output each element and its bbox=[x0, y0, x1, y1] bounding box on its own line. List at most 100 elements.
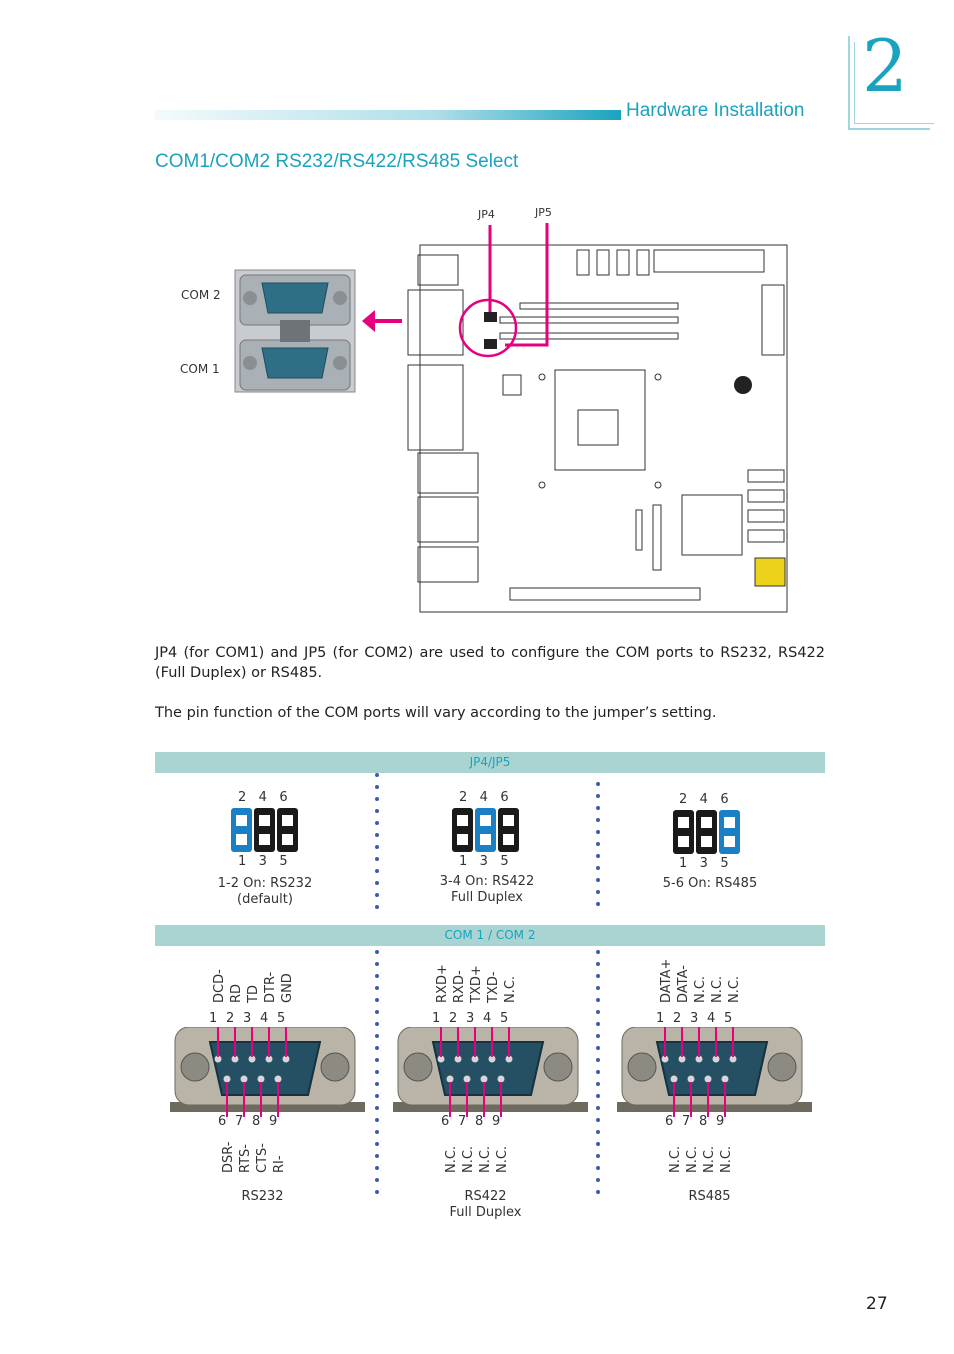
top-pin-number: 2 bbox=[673, 1011, 682, 1026]
bottom-pin-number: 7 bbox=[458, 1114, 467, 1129]
motherboard-figure: JP4 JP5 COM 2 COM 1 bbox=[180, 206, 788, 613]
chapter-title: Hardware Installation bbox=[626, 100, 805, 121]
top-signal-label: RXD+ bbox=[435, 964, 450, 1003]
bottom-signal-label: N.C. bbox=[685, 1145, 700, 1173]
top-pin-number: 5 bbox=[724, 1011, 733, 1026]
com1-label: COM 1 bbox=[180, 362, 220, 376]
jumper-caption-line2: Full Duplex bbox=[451, 890, 523, 905]
bottom-pin-number: 7 bbox=[235, 1114, 244, 1129]
top-pin-number: 5 bbox=[500, 1011, 509, 1026]
jumper-caption-line1: 5-6 On: RS485 bbox=[662, 876, 758, 891]
board-outline bbox=[407, 244, 788, 613]
top-pin-number: 2 bbox=[226, 1011, 235, 1026]
top-pin-number: 4 bbox=[260, 1011, 269, 1026]
bottom-pin-number: 6 bbox=[218, 1114, 227, 1129]
dotted-separator bbox=[375, 773, 379, 917]
jumper-caption-line1: 1-2 On: RS232 bbox=[217, 876, 313, 891]
top-pin-number: 3 bbox=[466, 1011, 475, 1026]
bottom-pin-number: 6 bbox=[441, 1114, 450, 1129]
jumper-diagram bbox=[231, 808, 298, 852]
bottom-pin-number: 9 bbox=[716, 1114, 725, 1129]
bottom-signal-label: RI- bbox=[272, 1155, 287, 1173]
jumper-diagram bbox=[673, 810, 740, 854]
bottom-pin-number: 8 bbox=[699, 1114, 708, 1129]
jp4-label: JP4 bbox=[477, 208, 495, 221]
jumper-diagram bbox=[452, 808, 519, 852]
top-signal-label: TD bbox=[246, 985, 261, 1003]
top-pin-number: 5 bbox=[277, 1011, 286, 1026]
db9-connector-image bbox=[617, 1027, 812, 1117]
chapter-box bbox=[848, 36, 934, 130]
top-signal-label: N.C. bbox=[710, 975, 725, 1003]
jumper-bottom-numbers: 1 3 5 bbox=[238, 854, 288, 869]
top-pin-number: 1 bbox=[432, 1011, 441, 1026]
jumper-highlight bbox=[458, 223, 549, 358]
com2-label: COM 2 bbox=[181, 288, 221, 302]
db9-connector-image bbox=[393, 1027, 588, 1117]
dotted-separator bbox=[596, 782, 600, 914]
jp5-label: JP5 bbox=[534, 206, 552, 219]
header-gradient-bar bbox=[155, 110, 621, 120]
top-pin-number: 4 bbox=[707, 1011, 716, 1026]
com-table-header: COM 1 / COM 2 bbox=[155, 925, 825, 946]
top-signal-label: TXD- bbox=[486, 971, 501, 1003]
top-signal-label: N.C. bbox=[693, 975, 708, 1003]
bottom-pin-number: 9 bbox=[492, 1114, 501, 1129]
paragraph-jumper-intro: JP4 (for COM1) and JP5 (for COM2) are us… bbox=[155, 645, 825, 681]
jumper-caption-line2: (default) bbox=[237, 892, 293, 907]
paragraph-pin-function: The pin function of the COM ports will v… bbox=[155, 705, 717, 721]
jumper-table-header: JP4/JP5 bbox=[155, 752, 825, 773]
bottom-signal-label: N.C. bbox=[495, 1145, 510, 1173]
top-signal-label: DTR- bbox=[263, 971, 278, 1003]
top-signal-label: RXD- bbox=[452, 970, 467, 1003]
bottom-signal-label: RTS- bbox=[238, 1144, 253, 1173]
top-signal-label: DATA+ bbox=[659, 958, 674, 1003]
top-pin-number: 4 bbox=[483, 1011, 492, 1026]
bottom-pin-number: 6 bbox=[665, 1114, 674, 1129]
left-arrow bbox=[362, 310, 402, 332]
section-title: COM1/COM2 RS232/RS422/RS485 Select bbox=[155, 151, 519, 172]
com-mode-caption: RS232 bbox=[241, 1189, 284, 1204]
dotted-separator bbox=[596, 950, 600, 1202]
page-number: 27 bbox=[866, 1294, 888, 1314]
bottom-signal-label: N.C. bbox=[702, 1145, 717, 1173]
top-pin-number: 3 bbox=[690, 1011, 699, 1026]
top-signal-label: TXD+ bbox=[469, 965, 484, 1003]
jumper-settings-row: 2 4 6 1 3 5 1-2 On: RS232 (default) 2 4 … bbox=[155, 790, 825, 930]
bottom-signal-label: N.C. bbox=[478, 1145, 493, 1173]
jumper-top-numbers: 2 4 6 bbox=[679, 792, 729, 807]
bottom-signal-label: N.C. bbox=[461, 1145, 476, 1173]
top-pin-number: 3 bbox=[243, 1011, 252, 1026]
top-signal-label: N.C. bbox=[727, 975, 742, 1003]
top-pin-number: 1 bbox=[209, 1011, 218, 1026]
com-ports-photo bbox=[234, 269, 356, 393]
com-mode-caption-sub: Full Duplex bbox=[449, 1205, 522, 1220]
top-signal-label: N.C. bbox=[503, 975, 518, 1003]
db9-connector-image bbox=[170, 1027, 365, 1117]
jumper-top-numbers: 2 4 6 bbox=[459, 790, 509, 805]
dotted-separator bbox=[375, 950, 379, 1202]
top-pin-number: 2 bbox=[449, 1011, 458, 1026]
com-mode-caption: RS485 bbox=[688, 1189, 731, 1204]
jumper-bottom-numbers: 1 3 5 bbox=[679, 856, 729, 871]
top-signal-label: RD bbox=[229, 983, 244, 1003]
bottom-pin-number: 9 bbox=[269, 1114, 278, 1129]
jumper-top-numbers: 2 4 6 bbox=[238, 790, 288, 805]
bottom-signal-label: N.C. bbox=[668, 1145, 683, 1173]
top-signal-label: DCD- bbox=[212, 969, 227, 1003]
bottom-signal-label: CTS- bbox=[255, 1143, 270, 1173]
jumper-bottom-numbers: 1 3 5 bbox=[459, 854, 509, 869]
com-mode-caption: RS422 bbox=[464, 1189, 507, 1204]
top-pin-number: 1 bbox=[656, 1011, 665, 1026]
chapter-number: 2 bbox=[862, 24, 908, 108]
top-signal-label: DATA- bbox=[676, 965, 691, 1003]
bottom-signal-label: DSR- bbox=[221, 1141, 236, 1173]
bottom-signal-label: N.C. bbox=[444, 1145, 459, 1173]
top-signal-label: GND bbox=[280, 973, 295, 1003]
bottom-pin-number: 8 bbox=[475, 1114, 484, 1129]
bottom-signal-label: N.C. bbox=[719, 1145, 734, 1173]
bottom-pin-number: 7 bbox=[682, 1114, 691, 1129]
